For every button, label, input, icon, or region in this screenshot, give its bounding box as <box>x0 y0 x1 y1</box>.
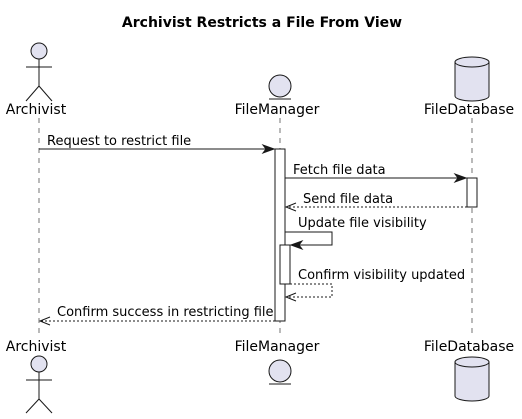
activation-filemanager-nested <box>279 244 291 285</box>
message-request-restrict <box>39 143 276 155</box>
activation-filedatabase <box>466 177 478 208</box>
entity-icon <box>268 359 292 385</box>
message-update-visibility <box>285 231 333 251</box>
entity-icon <box>268 74 292 100</box>
message-confirm-success <box>38 316 275 326</box>
participant-filemanager-bottom: FileManager <box>235 339 320 355</box>
participant-archivist-top: Archivist <box>6 102 67 118</box>
participant-filemanager-top: FileManager <box>235 102 320 118</box>
message-send-file-data <box>284 202 467 212</box>
message-label: Confirm visibility updated <box>298 268 465 283</box>
message-label: Send file data <box>303 192 393 207</box>
message-label: Fetch file data <box>293 163 386 178</box>
actor-icon <box>25 355 53 414</box>
message-label: Confirm success in restricting file <box>57 305 274 320</box>
participant-filedatabase-bottom: FileDatabase <box>424 339 514 355</box>
message-label: Update file visibility <box>298 216 427 231</box>
message-confirm-visibility <box>284 283 333 302</box>
participant-filedatabase-top: FileDatabase <box>424 102 514 118</box>
database-icon <box>454 356 490 402</box>
participant-archivist-bottom: Archivist <box>6 339 67 355</box>
message-label: Request to restrict file <box>47 134 191 149</box>
actor-icon <box>25 42 53 102</box>
diagram-title: Archivist Restricts a File From View <box>122 15 402 31</box>
activation-filemanager <box>274 148 286 322</box>
message-fetch-file-data <box>285 172 468 184</box>
database-icon <box>454 56 490 102</box>
